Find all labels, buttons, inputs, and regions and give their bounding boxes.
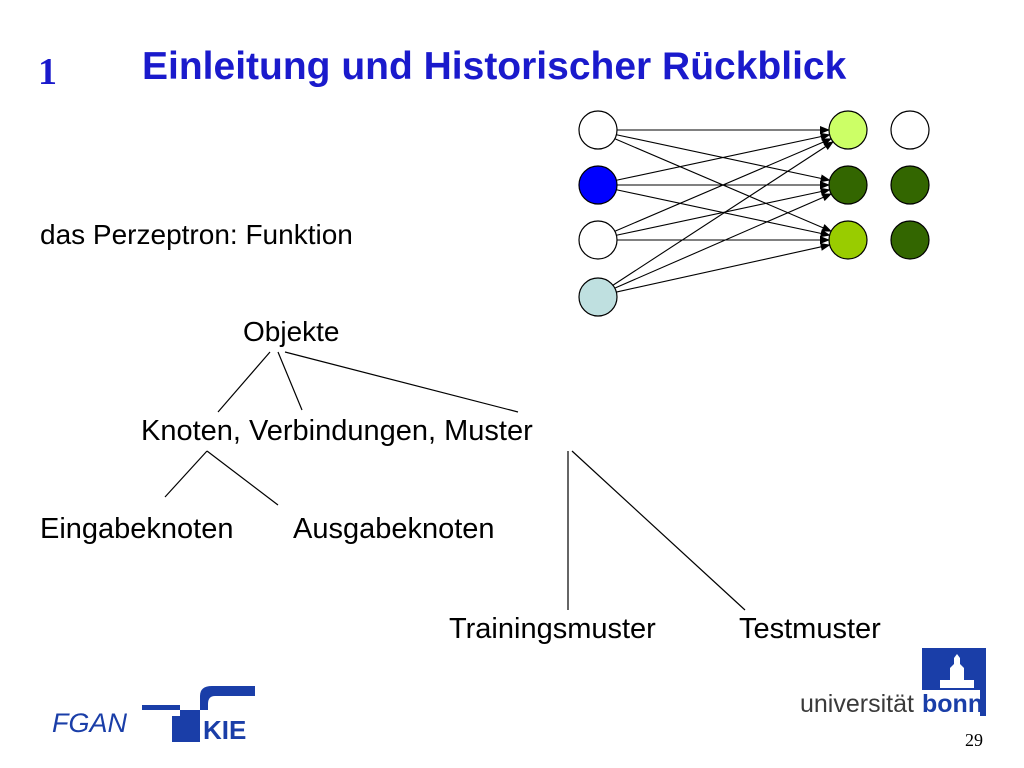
target-node [890, 110, 930, 150]
output-node [828, 220, 868, 260]
tree-leaf-eingabeknoten: Eingabeknoten [40, 513, 234, 545]
network-connection [612, 141, 834, 286]
universitaet-bonn-logo: universität bonn [800, 648, 986, 718]
tree-edge [206, 450, 279, 506]
output-node [828, 165, 868, 205]
network-connection [614, 193, 833, 289]
tree-leaf-ausgabeknoten: Ausgabeknoten [293, 513, 495, 545]
fgan-kie-logo: FGAN KIE [52, 686, 255, 742]
input-node [578, 110, 618, 150]
input-node [578, 220, 618, 260]
tree-level1-label: Knoten, Verbindungen, Muster [141, 415, 533, 447]
tree-edge [277, 351, 303, 411]
input-node [578, 165, 618, 205]
kie-text: KIE [203, 715, 246, 742]
tree-edge [571, 450, 746, 611]
target-node [890, 220, 930, 260]
tree-edge [164, 450, 208, 498]
network-connection [616, 187, 831, 236]
page-number: 29 [965, 730, 983, 750]
tree-root-label: Objekte [243, 316, 340, 347]
section-number: 1 [38, 51, 57, 93]
fgan-text: FGAN [52, 708, 128, 738]
network-connection [616, 132, 831, 181]
network-connection [614, 138, 833, 232]
network-connections [612, 126, 834, 293]
slide-title: Einleitung und Historischer Rückblick [142, 45, 847, 88]
network-nodes [578, 110, 930, 317]
tree-edge [284, 351, 519, 413]
tree-edge [217, 351, 271, 413]
concept-tree-lines [164, 351, 746, 611]
university-text: universität [800, 690, 914, 718]
input-node [578, 277, 618, 317]
tree-leaf-trainingsmuster: Trainingsmuster [449, 613, 656, 645]
network-connection [616, 242, 831, 293]
output-node [828, 110, 868, 150]
perceptron-network-diagram [578, 110, 930, 317]
tree-leaf-testmuster: Testmuster [739, 613, 881, 645]
bonn-text: bonn [922, 690, 983, 718]
subtitle: das Perzeptron: Funktion [40, 219, 353, 250]
target-node [890, 165, 930, 205]
